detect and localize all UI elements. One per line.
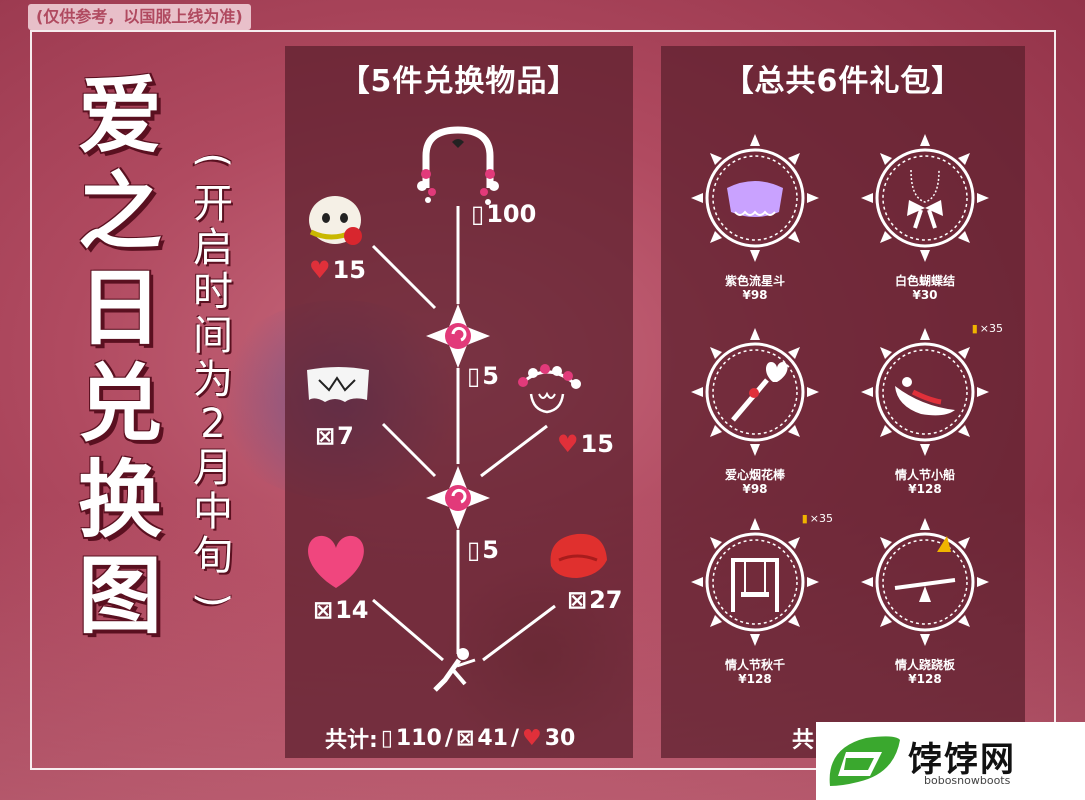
watermark: 饽饽网 bobosnowboots xyxy=(816,722,1085,800)
gift-heart-sparkler[interactable]: 爱心烟花棒 ¥98 xyxy=(675,326,835,506)
gift-name: 情人节小船 xyxy=(894,468,955,482)
cape-cost: ⊠7 xyxy=(315,422,354,450)
candle-icon: ▯ xyxy=(380,725,393,751)
arch-icon xyxy=(417,126,499,205)
candle-icon: ▯ xyxy=(471,200,485,228)
white-frame xyxy=(30,30,1056,770)
node-star-icon xyxy=(426,466,490,530)
subtitle-char: 启 xyxy=(193,225,233,271)
gift-panel-title: 【总共6件礼包】 xyxy=(723,64,963,99)
heart-cost: ⊠14 xyxy=(313,596,369,624)
mandala-frame-icon xyxy=(691,134,819,262)
title-char: 换 xyxy=(77,450,162,549)
candle-badge: ▮×35 xyxy=(971,322,1003,335)
subtitle-char: 间 xyxy=(193,313,233,359)
hat-cost: ⊠27 xyxy=(567,586,623,614)
sky-child-icon xyxy=(433,648,476,692)
subtitle-char: 为 xyxy=(193,357,233,403)
subtitle-paren: ) xyxy=(190,592,236,608)
headpiece-cost: ♥15 xyxy=(557,430,614,458)
node1-cost: ▯5 xyxy=(467,362,499,390)
gift-price: ¥30 xyxy=(912,288,938,302)
mandala-frame-icon xyxy=(691,518,819,646)
title-char: 爱 xyxy=(77,66,162,165)
node-star-icon xyxy=(426,304,490,368)
disclaimer: (仅供参考，以国服上线为准) xyxy=(28,4,251,30)
exchange-items-panel: 【5件兑换物品】 xyxy=(285,46,633,758)
arch-cost: ▯100 xyxy=(471,200,537,228)
title-char: 日 xyxy=(77,258,162,357)
subtitle-char: 旬 xyxy=(193,533,233,579)
mandala-frame-icon xyxy=(861,328,989,456)
mask-cost: ♥15 xyxy=(309,256,366,284)
watermark-sub: bobosnowboots xyxy=(924,774,1011,787)
subtitle-char: 时 xyxy=(193,269,233,315)
gift-name: 情人节秋千 xyxy=(724,658,785,672)
heart-icon: ♥ xyxy=(309,256,331,284)
mandala-frame-icon xyxy=(691,328,819,456)
gift-price: ¥98 xyxy=(742,288,768,302)
gift-name: 紫色流星斗 xyxy=(724,274,785,288)
gift-valentine-swing[interactable]: ▮×35 情人节秋千 ¥128 xyxy=(675,512,835,696)
tree-lines xyxy=(371,206,556,662)
subtitle-char: 中 xyxy=(193,489,233,535)
gift-total-partial: 共 xyxy=(792,728,815,753)
gift-white-bow[interactable]: 白色蝴蝶结 ¥30 xyxy=(845,132,1005,312)
exchange-total: 共计: ▯ 110 / ⊠ 41 / ♥ 30 xyxy=(325,725,576,754)
watermark-text: 饽饽网 xyxy=(908,740,1016,780)
gift-price: ¥128 xyxy=(908,672,942,686)
title-char: 图 xyxy=(77,546,162,645)
title-char: 之 xyxy=(77,162,162,261)
candle-icon: ▯ xyxy=(467,362,481,390)
leaf-logo-icon xyxy=(829,736,900,786)
mask-icon xyxy=(309,196,362,245)
gift-name: 白色蝴蝶结 xyxy=(894,274,955,288)
headpiece-icon xyxy=(518,364,581,414)
ticket-icon: ⊠ xyxy=(313,596,334,624)
gift-valentine-boat[interactable]: ▮×35 情人节小船 ¥128 xyxy=(845,322,1005,506)
gift-price: ¥128 xyxy=(738,672,772,686)
title-char: 兑 xyxy=(77,354,162,453)
cape-icon xyxy=(307,367,369,402)
candle-icon: ▯ xyxy=(467,536,481,564)
red-hat-icon xyxy=(550,533,607,578)
page-title: 爱 之 日 兑 换 图 xyxy=(64,68,176,644)
heart-icon: ♥ xyxy=(557,430,579,458)
ticket-icon: ⊠ xyxy=(315,422,336,450)
gift-price: ¥98 xyxy=(742,482,768,496)
pink-heart-icon xyxy=(308,535,364,588)
subtitle-char: 2 xyxy=(200,401,226,447)
candle-badge: ▮×35 xyxy=(801,512,833,525)
subtitle-char: 月 xyxy=(193,445,233,491)
gift-name: 爱心烟花棒 xyxy=(724,468,785,482)
subtitle-char: 开 xyxy=(193,181,233,227)
ticket-icon: ⊠ xyxy=(567,586,588,614)
ticket-icon: ⊠ xyxy=(455,725,475,751)
gift-packs-panel: 【总共6件礼包】 紫色流星斗 ¥98 白色蝴蝶结 ¥30 xyxy=(661,46,1025,758)
gift-valentine-seesaw[interactable]: 情人跷跷板 ¥128 xyxy=(845,516,1005,696)
heart-icon: ♥ xyxy=(522,725,542,751)
candle-icon: ▮ xyxy=(801,512,808,525)
gift-price: ¥128 xyxy=(908,482,942,496)
subtitle-open-time: ( 开 启 时 间 为 2 月 中 旬 ) xyxy=(186,138,240,622)
mandala-frame-icon xyxy=(861,518,989,646)
gift-purple-cape[interactable]: 紫色流星斗 ¥98 xyxy=(675,132,835,312)
exchange-tree xyxy=(307,126,607,692)
exchange-panel-title: 【5件兑换物品】 xyxy=(339,64,579,99)
mandala-frame-icon xyxy=(861,134,989,262)
candle-icon: ▮ xyxy=(971,322,978,335)
node2-cost: ▯5 xyxy=(467,536,499,564)
subtitle-paren: ( xyxy=(190,152,236,168)
gift-name: 情人跷跷板 xyxy=(894,658,955,672)
